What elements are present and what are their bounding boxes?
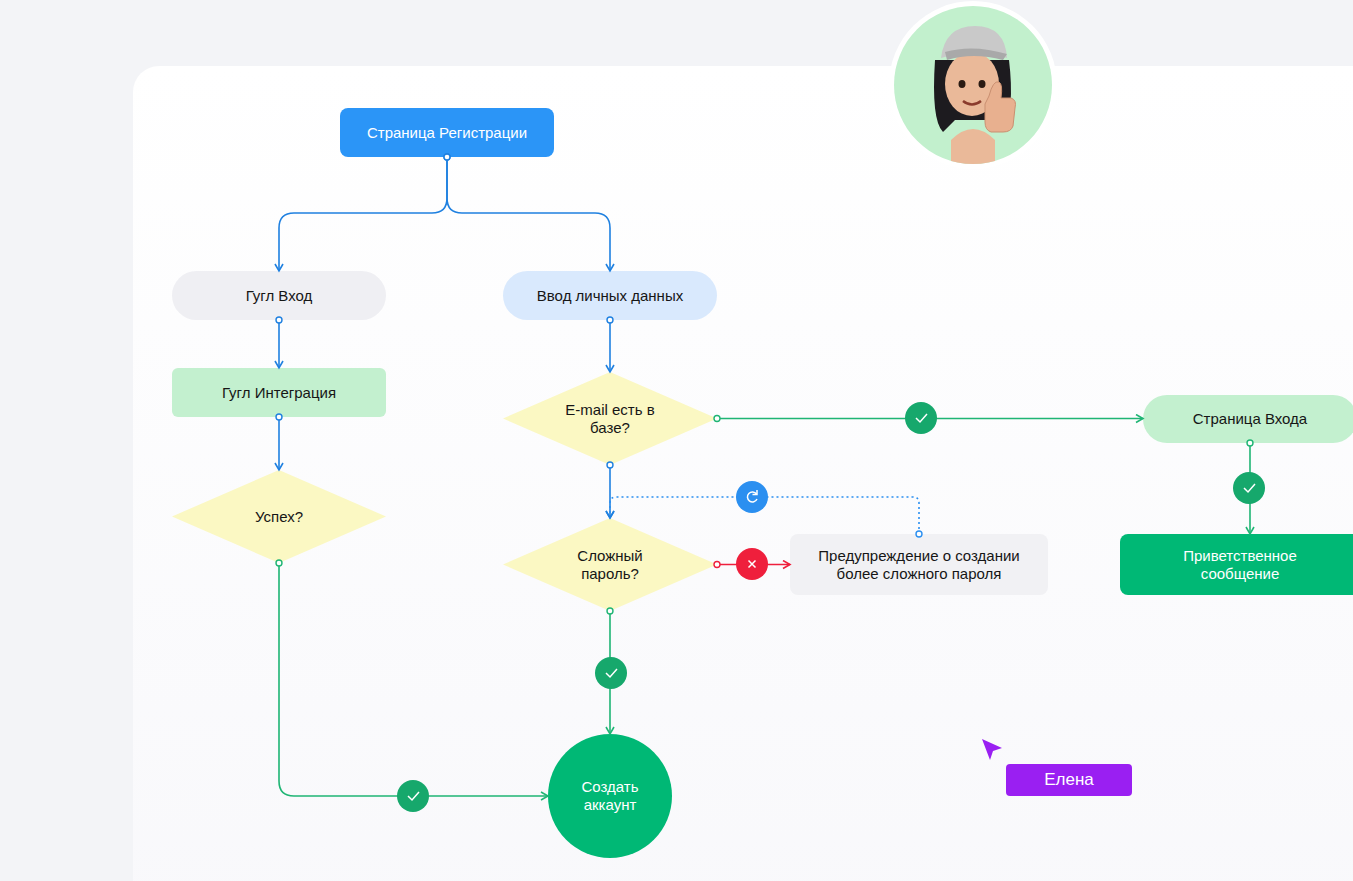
connector-start-dot xyxy=(607,317,613,323)
node-text-group: E-mail есть в базе? xyxy=(564,401,656,437)
node-text-group: Страница Регистрации xyxy=(367,124,527,142)
warning-box: Предупреждение о создании более сложного… xyxy=(790,534,1048,595)
decision-diamond: Сложный пароль? xyxy=(503,518,717,611)
process-pill: Гугл Вход xyxy=(172,271,386,320)
flow-connector xyxy=(278,417,280,470)
node-label: Ввод личных данных xyxy=(537,287,683,305)
node-label: Гугл Вход xyxy=(246,287,313,305)
process-pill: Ввод личных данных xyxy=(503,271,717,320)
node-text-group: Гугл Интеграция xyxy=(222,384,336,402)
check-icon xyxy=(905,402,937,434)
flow-connector xyxy=(609,465,611,518)
connector-start-dot xyxy=(607,462,613,468)
node-text-group: Создать аккаунт xyxy=(570,778,650,814)
connector-start-dot xyxy=(276,317,282,323)
process-box: Гугл Интеграция xyxy=(172,368,386,417)
board-card xyxy=(133,66,1353,881)
user-tag: Елена xyxy=(1006,764,1132,796)
node-label: Приветственное сообщение xyxy=(1170,547,1310,583)
connector-start-dot xyxy=(916,531,922,537)
user-name: Елена xyxy=(1044,770,1094,790)
diamond-fill xyxy=(503,372,717,465)
connector-start-dot xyxy=(607,608,613,614)
node-text-group: Приветственное сообщение xyxy=(1170,547,1310,583)
node-text-group: Гугл Вход xyxy=(246,287,313,305)
node-text-group: Предупреждение о создании более сложного… xyxy=(806,547,1032,583)
flow-connector xyxy=(609,320,611,372)
flow-connector xyxy=(609,611,611,734)
flow-connector xyxy=(447,157,610,271)
flow-connector xyxy=(610,497,919,534)
decision-diamond: Успех? xyxy=(172,470,386,563)
check-icon xyxy=(1233,472,1265,504)
reject-icon xyxy=(736,548,768,580)
cursor-pointer xyxy=(978,736,1008,766)
node-label: E-mail есть в базе? xyxy=(564,401,656,437)
diamond-fill xyxy=(172,470,386,563)
diamond-fill xyxy=(503,518,717,611)
flow-connector xyxy=(717,564,790,566)
node-text-group: Успех? xyxy=(255,508,303,526)
check-icon xyxy=(595,657,627,689)
node-label: Создать аккаунт xyxy=(570,778,650,814)
node-label: Успех? xyxy=(255,508,303,526)
node-label: Предупреждение о создании более сложного… xyxy=(806,547,1032,583)
flow-connector xyxy=(278,320,280,368)
decision-diamond: E-mail есть в базе? xyxy=(503,372,717,465)
user-avatar xyxy=(885,0,1061,172)
node-text-group: Ввод личных данных xyxy=(537,287,683,305)
connector-start-dot xyxy=(444,154,450,160)
connector-start-dot xyxy=(714,562,720,568)
check-icon xyxy=(397,780,429,812)
node-label: Гугл Интеграция xyxy=(222,384,336,402)
connector-start-dot xyxy=(276,414,282,420)
retry-icon xyxy=(736,481,768,513)
node-text-group: Сложный пароль? xyxy=(564,547,656,583)
node-label: Сложный пароль? xyxy=(564,547,656,583)
flow-connector xyxy=(1249,443,1251,534)
process-pill: Страница Входа xyxy=(1143,395,1353,443)
flow-connector xyxy=(279,157,447,271)
connector-start-dot xyxy=(444,154,450,160)
end-box: Приветственное сообщение xyxy=(1120,534,1353,595)
flow-connector xyxy=(279,563,548,796)
connector-start-dot xyxy=(714,416,720,422)
flow-connector xyxy=(717,418,1143,420)
node-label: Страница Регистрации xyxy=(367,124,527,142)
end-circle: Создать аккаунт xyxy=(548,734,672,858)
connector-start-dot xyxy=(276,560,282,566)
start-box: Страница Регистрации xyxy=(340,108,554,157)
connector-start-dot xyxy=(1247,440,1253,446)
node-label: Страница Входа xyxy=(1193,410,1307,428)
node-text-group: Страница Входа xyxy=(1193,410,1307,428)
